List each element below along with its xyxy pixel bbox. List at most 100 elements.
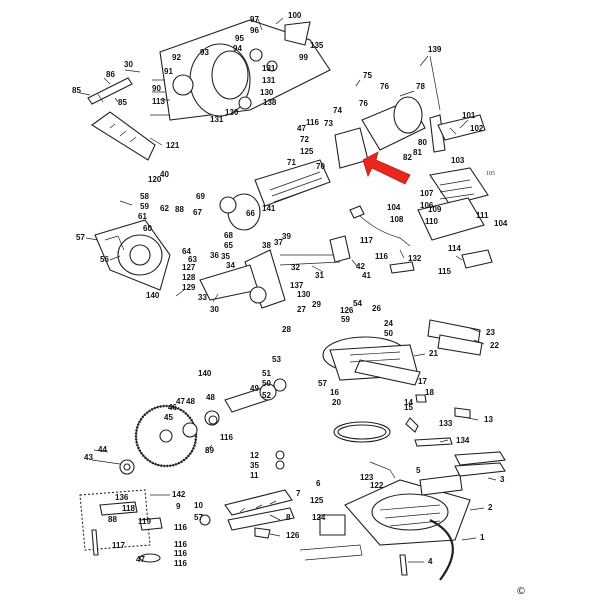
- red-arrow: [362, 151, 411, 185]
- label-136-b: 131: [262, 76, 276, 85]
- label-9: 9: [176, 502, 181, 511]
- label-12: 12: [250, 451, 259, 460]
- label-4: 4: [428, 557, 433, 566]
- label-62: 61: [138, 212, 147, 221]
- label-147: 139: [428, 45, 442, 54]
- label-58-c: 57: [194, 513, 203, 522]
- label-106: 108: [390, 215, 404, 224]
- label-63: 62: [160, 204, 169, 213]
- label-135-a: 130: [260, 88, 274, 97]
- small-parts: [119, 261, 471, 576]
- label-123: 121: [166, 141, 180, 150]
- label-38: 38: [262, 241, 271, 250]
- base-2: [344, 474, 471, 546]
- label-83-b: 85: [118, 98, 127, 107]
- label-77: 76: [359, 99, 368, 108]
- label-49: 48: [206, 393, 215, 402]
- label-144: 140: [146, 291, 160, 300]
- label-134: 130: [297, 290, 311, 299]
- label-70: 69: [196, 192, 205, 201]
- label-44: 44: [98, 445, 107, 454]
- label-103: 105: [486, 171, 495, 177]
- label-46: 46: [168, 403, 177, 412]
- label-82: 82: [403, 153, 412, 162]
- saw-blade: [134, 404, 198, 468]
- label-26: 26: [372, 304, 381, 313]
- clamp-148: [79, 489, 163, 563]
- label-97: 99: [299, 53, 308, 62]
- label-33: 33: [198, 293, 207, 302]
- label-125: 123: [360, 473, 374, 482]
- label-31: 31: [315, 271, 324, 280]
- label-20: 20: [332, 398, 341, 407]
- label-112: 115: [438, 267, 451, 276]
- label-35-b: 35: [250, 461, 259, 470]
- label-142: 137: [290, 281, 304, 290]
- label-143: 138: [263, 98, 277, 107]
- label-15: 15: [404, 403, 413, 412]
- label-59: 58: [140, 192, 149, 201]
- fence-22-23: [427, 319, 483, 356]
- label-58: 57: [76, 233, 85, 242]
- label-114: 117: [360, 236, 373, 245]
- label-136-c: 131: [210, 115, 224, 124]
- label-115: 116: [174, 523, 187, 532]
- label-35: 35: [221, 252, 230, 261]
- label-84: 86: [106, 70, 115, 79]
- label-102-b: 104: [494, 219, 508, 228]
- label-85: 88: [175, 205, 184, 214]
- label-17: 17: [418, 377, 427, 386]
- label-55: 53: [272, 355, 281, 364]
- label-23: 23: [486, 328, 495, 337]
- label-95: 97: [250, 15, 259, 24]
- label-110: 113: [152, 97, 165, 106]
- label-60-b: 59: [341, 315, 350, 324]
- label-75: 74: [333, 106, 342, 115]
- label-100: 102: [470, 124, 484, 133]
- label-18: 18: [425, 388, 434, 397]
- label-141: 136: [115, 493, 129, 502]
- label-45: 45: [164, 413, 173, 422]
- label-98: 100: [288, 11, 302, 20]
- label-14: 14: [404, 398, 413, 407]
- label-47-b: 47: [176, 397, 185, 406]
- label-40: 40: [160, 170, 169, 179]
- label-89: 91: [164, 67, 173, 76]
- label-43: 43: [84, 453, 93, 462]
- handle-123: [91, 111, 156, 161]
- pin-84: [87, 77, 133, 105]
- label-57: 56: [100, 255, 109, 264]
- label-117-c: 116: [174, 549, 187, 558]
- label-11: 11: [250, 471, 259, 480]
- spindle-parts: [204, 378, 287, 426]
- label-129: 125: [300, 147, 314, 156]
- label-16: 16: [330, 388, 339, 397]
- label-133: 129: [182, 283, 196, 292]
- label-36: 36: [210, 251, 219, 260]
- label-130: 126: [340, 306, 354, 315]
- label-117: 116: [306, 118, 319, 127]
- label-116: 116: [174, 540, 187, 549]
- label-146: 141: [262, 204, 276, 213]
- label-126: 124: [312, 513, 326, 522]
- label-28: 28: [282, 325, 291, 334]
- label-1: 1: [480, 533, 485, 542]
- fence-7-8: [224, 489, 295, 531]
- label-39: 39: [282, 232, 291, 241]
- label-140: 135: [310, 41, 324, 50]
- label-145: 140: [198, 369, 212, 378]
- label-135-b: 130: [225, 108, 239, 117]
- leader-lines: [79, 17, 497, 563]
- label-7: 7: [296, 489, 301, 498]
- label-61: 60: [143, 224, 152, 233]
- label-52: 50: [262, 379, 271, 388]
- label-74: 73: [324, 119, 333, 128]
- label-92: 94: [233, 44, 242, 53]
- label-94: 96: [250, 26, 259, 35]
- part-labels: 97 100 96 95 94 93 92 91 135 99 30 86 13…: [72, 11, 526, 597]
- label-121: 119: [138, 517, 151, 526]
- label-102-a: 104: [387, 203, 401, 212]
- label-10: 10: [194, 501, 203, 510]
- label-8: 8: [286, 513, 291, 522]
